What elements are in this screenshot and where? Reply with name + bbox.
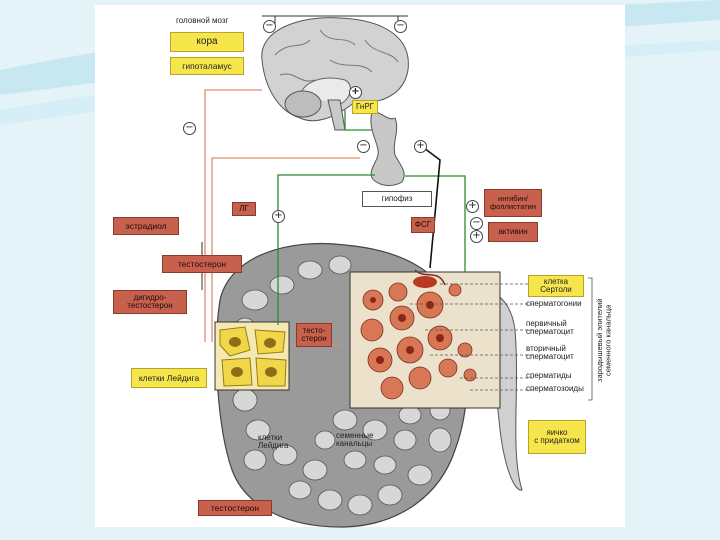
green-fsh-path [405, 175, 466, 272]
spermatids-label: сперматиды [526, 371, 572, 381]
germinal-epithelium-label: зародышевый эпителий семенного канальца [595, 298, 613, 382]
gnrh-box: ГнРГ [352, 100, 378, 114]
lh-plus-sign: + [272, 210, 285, 223]
leydig-inset [214, 321, 290, 391]
testis-epididymis-box: яичко с придатком [528, 420, 586, 454]
testosterone-mid-box: тестостерон [162, 255, 242, 273]
testosterone-inset-box: тесто- стерон [296, 323, 332, 347]
brain-right-minus-sign: − [394, 20, 407, 33]
pituitary-illustration [370, 111, 405, 186]
green-gnrh-path [344, 110, 372, 131]
green-lh-path [277, 174, 375, 325]
left-minus-sign: − [183, 122, 196, 135]
leydig-cells-box: клетки Лейдига [131, 368, 207, 388]
fsh-box: ФСГ [411, 217, 435, 233]
dihydrotestosterone-box: дигидро- тестостерон [113, 290, 187, 314]
brain-left-minus-sign: − [263, 20, 276, 33]
fsh-plus-sign: + [466, 200, 479, 213]
pituitary-minus-sign: − [357, 140, 370, 153]
sertoli-cell-box: клетка Сертоли [528, 275, 584, 297]
orange-feedback-lower [211, 157, 360, 342]
pituitary-box: гипофиз [362, 191, 432, 207]
spermatozoa-label: сперматозоиды [526, 384, 584, 394]
testosterone-bottom-box: тестостерон [198, 500, 272, 516]
gnrh-plus-sign: + [349, 86, 362, 99]
spermatogonia-label: сперматогонии [526, 299, 582, 309]
inhibin-minus-sign: − [470, 217, 483, 230]
leydig-cells-text: клетки Лейдига [258, 432, 289, 450]
pituitary-plus-sign: + [414, 140, 427, 153]
brain-title: головной мозг [176, 15, 229, 25]
secondary-spermatocyte-label: вторичный сперматоцит [526, 343, 574, 361]
primary-spermatocyte-label: первичный сперматоцит [526, 318, 574, 336]
tubule-magnification [349, 269, 501, 409]
lh-box: ЛГ [232, 202, 256, 216]
brain-illustration [261, 17, 409, 131]
activin-box: активин [488, 222, 538, 242]
hypothalamus-box: гипоталамус [170, 57, 244, 75]
inhibin-plus-sign: + [470, 230, 483, 243]
estradiol-box: эстрадиол [113, 217, 179, 235]
cortex-box: кора [170, 32, 244, 52]
inhibin-box: ингибин/ фоллистатин [484, 189, 542, 217]
seminiferous-tubules-text: семенные канальцы [336, 430, 374, 448]
